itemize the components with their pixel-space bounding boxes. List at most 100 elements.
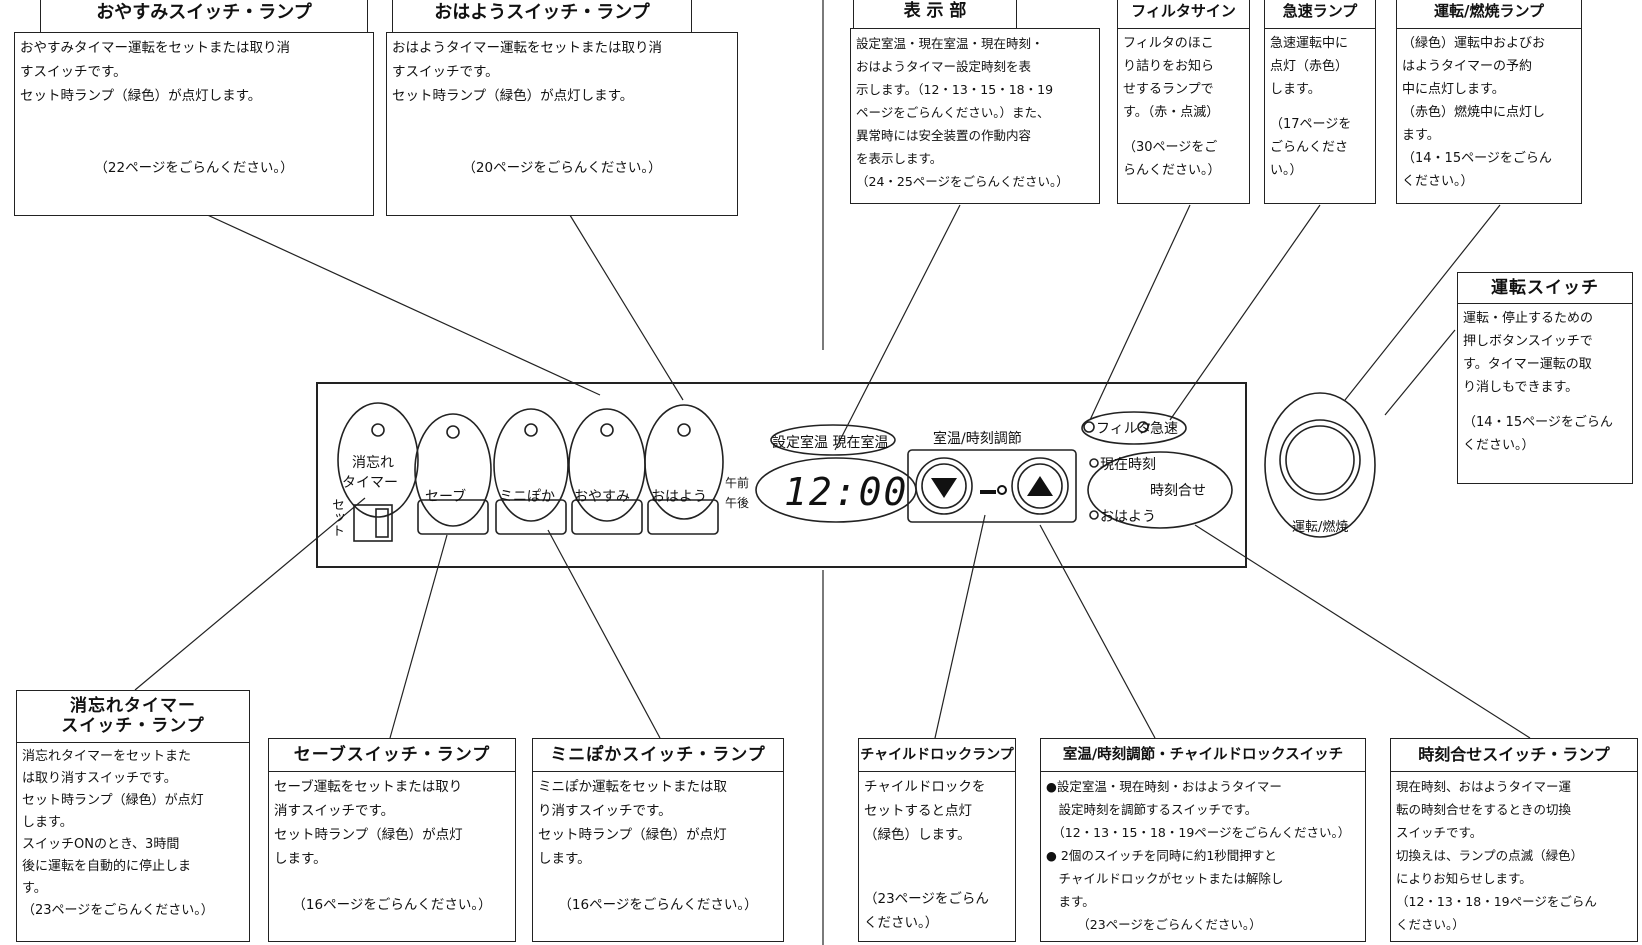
oyasumi-title-tab: おやすみスイッチ・ランプ [40, 0, 368, 32]
leader-keshiwasure [134, 497, 366, 691]
ohayou-button[interactable]: おはよう [651, 489, 707, 505]
display-line: 設定室温・現在室温・現在時刻・ [856, 36, 1044, 51]
set-label: セット [329, 498, 344, 537]
childlock-ref: （23ページをごらん [864, 891, 989, 907]
ohayou-lamp-small [1089, 510, 1099, 520]
ohayou-line: すスイッチです。 [392, 64, 499, 80]
am-label: 午前 [725, 476, 750, 490]
save-button[interactable]: セーブ [425, 489, 467, 505]
mini-button-outline [493, 408, 569, 522]
oyasumi-line: セット時ランプ（緑色）が点灯します。 [20, 88, 262, 104]
leader-filter [1089, 204, 1191, 421]
leader-mini [547, 529, 661, 739]
leader-shitsuon [1039, 524, 1156, 739]
down-button-inner [921, 463, 967, 509]
shitsuon-line: ●設定室温・現在時刻・おはようタイマー [1046, 779, 1282, 794]
unten-switch-outline [1264, 392, 1376, 538]
filter-label: フィルタ [1096, 421, 1152, 437]
mini-line: り消すスイッチです。 [538, 803, 672, 819]
display-line: 異常時には安全装置の作動内容 [856, 128, 1032, 143]
ohayou-title-tab: おはようスイッチ・ランプ [392, 0, 692, 32]
kyusoku-line: ごらんくださ [1270, 140, 1349, 155]
leader-oyasumi [189, 206, 601, 396]
up-arrow-icon [1027, 476, 1053, 496]
filter-lamp [1083, 421, 1095, 433]
ohayou-button-outline [644, 404, 724, 520]
keshiwasure-line: は取り消すスイッチです。 [22, 771, 177, 787]
filter-line: り詰りをお知ら [1123, 59, 1215, 74]
unten-switch-line: す。タイマー運転の取 [1463, 357, 1592, 372]
save-callout: セーブスイッチ・ランプ セーブ運転をセットまたは取り 消すスイッチです。 セット… [268, 738, 516, 942]
jikokuawase-title: 時刻合せスイッチ・ランプ [1391, 739, 1637, 772]
save-line: 消すスイッチです。 [274, 803, 395, 819]
shitsuon-line: （23ページをごらんください。） [1046, 917, 1262, 932]
display-digits: 12:00 [784, 470, 909, 514]
filter-line: す。（赤・点滅） [1123, 105, 1220, 120]
leader-kyusoku [1169, 204, 1321, 421]
shitsuon-title: 室温/時刻調節・チャイルドロックスイッチ [1041, 739, 1365, 772]
unten-lamp-line: 中に点灯します。 [1402, 82, 1505, 97]
kyusoku-title-tab: 急速ランプ [1264, 0, 1376, 28]
childlock-title: チャイルドロックランプ [859, 739, 1015, 772]
save-line: します。 [274, 851, 327, 867]
set-slider-knob [375, 508, 389, 538]
set-slider [353, 504, 393, 542]
keshiwasure-line: セット時ランプ（緑色）が点灯 [22, 793, 204, 809]
display-callout: 設定室温・現在室温・現在時刻・ おはようタイマー設定時刻を表 示します。（12・… [850, 28, 1100, 204]
unten-switch-line: （14・15ページをごらん [1463, 415, 1613, 430]
jikokuawase-callout: 時刻合せスイッチ・ランプ 現在時刻、おはようタイマー運 転の時刻合せをするときの… [1390, 738, 1638, 942]
unten-switch-title: 運転スイッチ [1458, 273, 1632, 304]
kyusoku-line: い。） [1270, 163, 1303, 178]
jikokuawase-line: スイッチです。 [1396, 825, 1483, 840]
pm-label: 午後 [725, 496, 750, 510]
kyusoku-lamp [1137, 421, 1149, 433]
unten-lamp-title-tab: 運転/燃焼ランプ [1396, 0, 1582, 28]
leader-jikokuawase [1194, 524, 1531, 739]
kyusoku-line: 急速運転中に [1270, 36, 1349, 51]
ohayou-button-base [647, 499, 719, 535]
shitsuon-line: チャイルドロックがセットまたは解除し [1046, 871, 1284, 886]
unten-lamp-line: （赤色）燃焼中に点灯し [1402, 105, 1546, 120]
unten-switch-line: 押しボタンスイッチで [1463, 334, 1593, 349]
kyusoku-line: 点灯（赤色） [1270, 59, 1349, 74]
save-button-outline [414, 413, 492, 527]
ohayou-callout: おはようタイマー運転をセットまたは取り消 すスイッチです。 セット時ランプ（緑色… [386, 32, 738, 216]
mini-ref: （16ページをごらんください。） [558, 897, 758, 913]
keshiwasure-lamp [371, 423, 385, 437]
jikokuawase-line: によりお知らせします。 [1396, 871, 1532, 886]
jikokuawase-line: ください。） [1396, 917, 1465, 932]
display-header: 設定室温 現在室温 [772, 435, 889, 451]
shitsuon-line: ● 2個のスイッチを同時に約1秒間押すと [1046, 848, 1277, 863]
unten-switch-button [1279, 419, 1361, 501]
mini-button-base [495, 499, 567, 535]
keshiwasure-line: （23ページをごらんください。） [22, 903, 214, 919]
keshiwasure-button-label-1[interactable]: 消忘れ [352, 455, 394, 471]
mini-line: ミニぽか運転をセットまたは取 [538, 779, 727, 795]
unten-switch-callout: 運転スイッチ 運転・停止するための 押しボタンスイッチで す。タイマー運転の取 … [1457, 272, 1633, 484]
oyasumi-button[interactable]: おやすみ [574, 489, 630, 505]
unten-lamp-line: ます。 [1402, 128, 1440, 143]
save-line: セット時ランプ（緑色）が点灯 [274, 827, 463, 843]
keshiwasure-line: 消忘れタイマーをセットまた [22, 749, 192, 765]
kyusoku-label: 急速 [1150, 421, 1178, 437]
oyasumi-line: おやすみタイマー運転をセットまたは取り消 [20, 40, 290, 56]
childlock-callout: チャイルドロックランプ チャイルドロックを セットすると点灯 （緑色）します。 … [858, 738, 1016, 942]
unten-label: 運転/燃焼 [1292, 520, 1349, 535]
genzai-lamp [1089, 458, 1099, 468]
unten-lamp-line: （緑色）運転中およびお [1402, 36, 1546, 51]
mini-button[interactable]: ミニぽか [499, 489, 555, 505]
oyasumi-ref: （22ページをごらんください。） [94, 160, 294, 176]
leader-display [834, 204, 961, 451]
display-line: （24・25ページをごらんください。） [856, 174, 1069, 189]
jikoku-button[interactable]: 時刻合せ [1150, 483, 1206, 499]
shitsuon-line: 設定時刻を調節するスイッチです。 [1046, 802, 1258, 817]
mini-title: ミニぽかスイッチ・ランプ [533, 739, 783, 772]
keshiwasure-button-label-2[interactable]: タイマー [342, 475, 398, 491]
kyusoku-line: （17ページを [1270, 117, 1352, 132]
kyusoku-line: します。 [1270, 82, 1321, 97]
keshiwasure-line: します。 [22, 815, 73, 831]
mini-callout: ミニぽかスイッチ・ランプ ミニぽか運転をセットまたは取 り消すスイッチです。 セ… [532, 738, 784, 942]
child-lock-key-icon [980, 485, 1007, 495]
unten-lamp-line: ください。） [1402, 174, 1474, 189]
